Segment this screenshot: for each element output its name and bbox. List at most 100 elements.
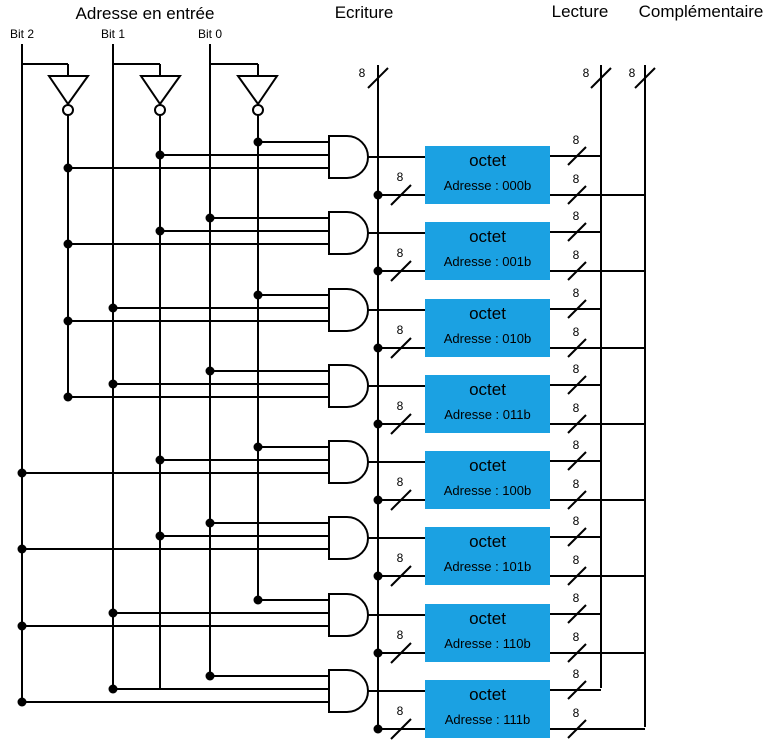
junction-dot	[373, 724, 383, 734]
read-bus-header: Lecture	[552, 2, 609, 21]
junction-dot	[63, 163, 73, 173]
and-gate	[328, 211, 369, 255]
octet-title: octet	[469, 380, 506, 399]
junction-dot	[205, 671, 215, 681]
complement-bus-width-label: 8	[573, 553, 580, 567]
and-gate	[328, 669, 369, 713]
junction-dot	[253, 595, 263, 605]
and-gate	[328, 593, 369, 637]
junction-dot	[205, 366, 215, 376]
complement-bus-width-label: 8	[573, 477, 580, 491]
inverter-bit2	[47, 75, 90, 397]
complement-bus-width-label: 8	[573, 248, 580, 262]
write-bus-width-label: 8	[397, 170, 404, 184]
junction-dot	[108, 684, 118, 694]
complement-bus-width-label: 8	[573, 706, 580, 720]
and-gate	[328, 440, 369, 484]
junction-dot	[108, 379, 118, 389]
junction-dot	[373, 495, 383, 505]
and-gate	[328, 288, 369, 332]
complement-bus-width-label: 8	[573, 401, 580, 415]
read-bus-width-label: 8	[573, 362, 580, 376]
octet-address: Adresse : 111b	[445, 712, 531, 727]
junction-dot	[253, 290, 263, 300]
write-bus-width-label: 8	[397, 628, 404, 642]
address-lines	[21, 44, 259, 703]
write-bus-header: Ecriture	[335, 3, 394, 22]
junction-dot	[155, 455, 165, 465]
junction-dot	[155, 531, 165, 541]
octet-address: Adresse : 011b	[444, 407, 530, 422]
junction-dot	[108, 303, 118, 313]
junction-dot	[155, 150, 165, 160]
junction-dot	[155, 226, 165, 236]
complement-bus-width-label: 8	[573, 325, 580, 339]
octet-title: octet	[469, 227, 506, 246]
octet-address: Adresse : 110b	[444, 636, 530, 651]
octet-box	[425, 146, 550, 204]
octet-box	[425, 604, 550, 662]
octet-address: Adresse : 101b	[444, 559, 531, 574]
junction-dot	[205, 213, 215, 223]
octet-title: octet	[469, 609, 506, 628]
buses	[367, 65, 656, 730]
octet-title: octet	[469, 304, 506, 323]
and-gate	[328, 516, 369, 560]
complement-bus-width: 8	[629, 66, 636, 80]
junction-dot	[373, 648, 383, 658]
junction-dot	[108, 608, 118, 618]
complement-bus-width-label: 8	[573, 630, 580, 644]
junction-dot	[373, 419, 383, 429]
bit0-label: Bit 0	[198, 27, 222, 41]
junction-dot	[17, 697, 27, 707]
read-bus-width-label: 8	[573, 438, 580, 452]
and-gate	[328, 364, 369, 408]
write-bus-width-label: 8	[397, 704, 404, 718]
write-bus-width: 8	[359, 66, 366, 80]
octet-box	[425, 299, 550, 357]
octet-box	[425, 527, 550, 585]
write-bus-width-label: 8	[397, 323, 404, 337]
read-bus-width-label: 8	[573, 591, 580, 605]
junction-dot	[63, 316, 73, 326]
octet-box	[425, 451, 550, 509]
octet-box	[425, 222, 550, 280]
read-bus-width-label: 8	[573, 514, 580, 528]
octet-address: Adresse : 000b	[444, 178, 531, 193]
read-bus-width: 8	[583, 66, 590, 80]
read-bus-width-label: 8	[573, 286, 580, 300]
complement-bus-header: Complémentaire	[639, 2, 764, 21]
read-bus-width-label: 8	[573, 209, 580, 223]
octet-title: octet	[469, 151, 506, 170]
junction-dot	[373, 190, 383, 200]
octet-address: Adresse : 100b	[444, 483, 531, 498]
write-bus-width-label: 8	[397, 475, 404, 489]
junction-dot	[63, 392, 73, 402]
complement-bus-width-label: 8	[573, 172, 580, 186]
junction-dot	[253, 137, 263, 147]
junction-dot	[17, 468, 27, 478]
write-bus-width-label: 8	[397, 246, 404, 260]
junction-dot	[253, 442, 263, 452]
write-bus-width-label: 8	[397, 551, 404, 565]
junction-dot	[17, 544, 27, 554]
junction-dot	[17, 621, 27, 631]
junction-dot	[373, 266, 383, 276]
inverter-bit1	[139, 75, 182, 689]
bit2-label: Bit 2	[10, 27, 34, 41]
junction-dot	[373, 571, 383, 581]
junction-dot	[205, 518, 215, 528]
junction-dot	[63, 239, 73, 249]
junction-dot	[373, 343, 383, 353]
octet-box	[425, 680, 550, 738]
octet-title: octet	[469, 456, 506, 475]
octet-title: octet	[469, 685, 506, 704]
